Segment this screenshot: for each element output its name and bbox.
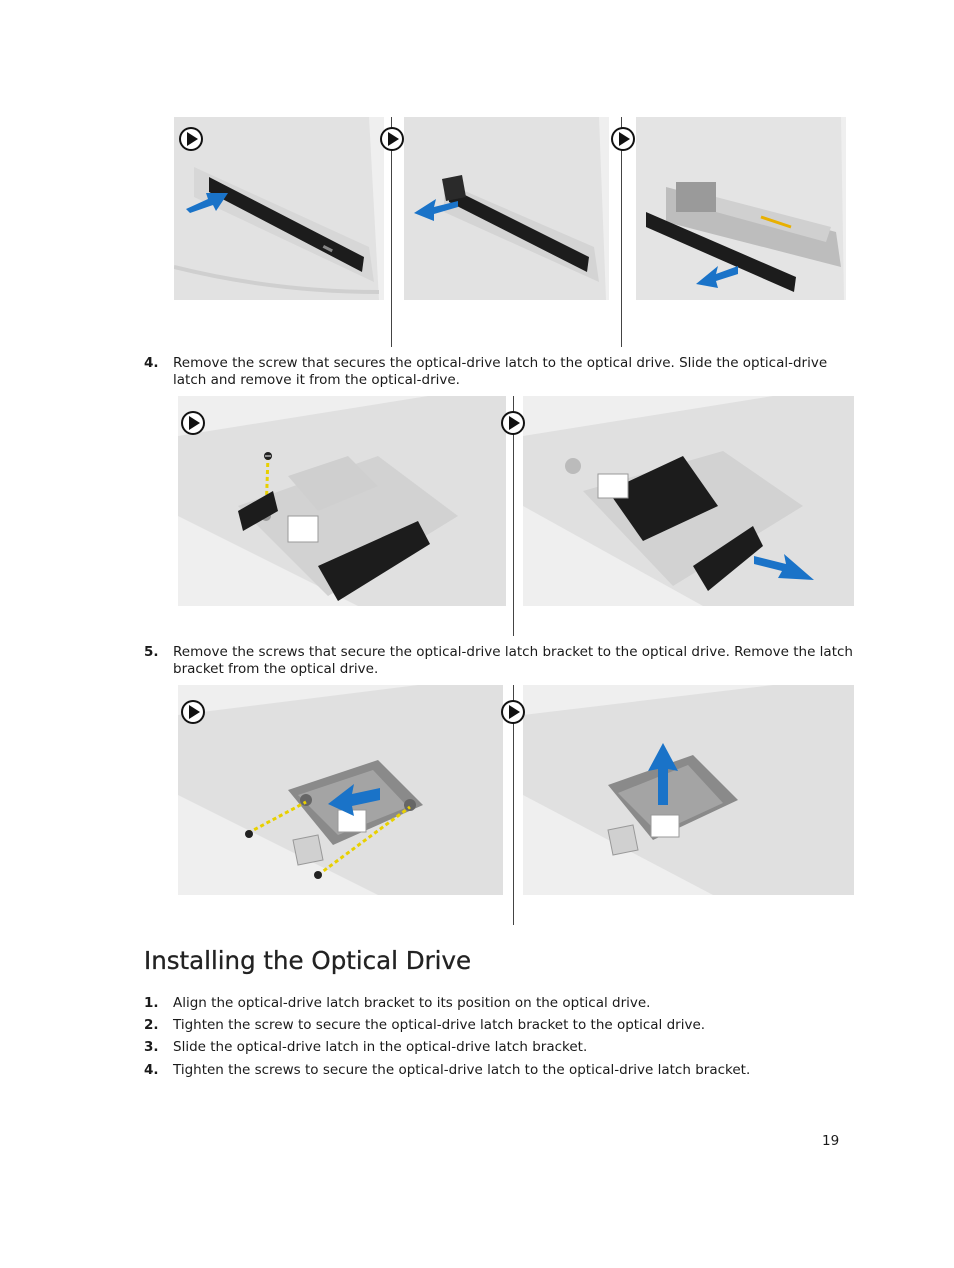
step-text-line: Remove the screw that secures the optica… [173, 355, 828, 371]
play-circle-icon [181, 700, 205, 724]
panel-divider [621, 117, 622, 347]
figure-latch-removal [178, 396, 854, 636]
step-text: Tighten the screws to secure the optical… [173, 1062, 751, 1078]
screw-icon [264, 452, 272, 460]
arrow-icon [696, 266, 738, 288]
arrow-icon [186, 193, 228, 213]
arrow-icon [414, 199, 458, 221]
play-circle-icon [611, 127, 635, 151]
step-text: Align the optical-drive latch bracket to… [173, 995, 651, 1011]
step-number: 3. [144, 1039, 159, 1055]
panel-divider [513, 396, 514, 636]
step-text-line: Remove the screws that secure the optica… [173, 644, 853, 660]
play-circle-icon [181, 411, 205, 435]
play-circle-icon [380, 127, 404, 151]
figure-panel-1 [178, 685, 503, 895]
figure-drive-removal [174, 117, 846, 347]
panel-divider [513, 685, 514, 925]
figure-panel-1 [178, 396, 506, 606]
step-text: Tighten the screw to secure the optical-… [173, 1017, 706, 1033]
play-circle-icon [179, 127, 203, 151]
step-text-line: latch and remove it from the optical-dri… [173, 372, 460, 388]
screw-icon [314, 871, 322, 879]
step-number: 4. [144, 1062, 159, 1078]
figure-bracket-removal [178, 685, 854, 925]
page-number: 19 [822, 1133, 840, 1149]
play-circle-icon [501, 411, 525, 435]
step-number: 4. [144, 355, 159, 371]
figure-panel-2 [523, 685, 854, 895]
figure-panel-2 [404, 117, 609, 300]
arrow-icon [648, 743, 678, 805]
step-text: Slide the optical-drive latch in the opt… [173, 1039, 588, 1055]
arrow-icon [328, 784, 380, 816]
step-text-line: bracket from the optical drive. [173, 661, 379, 677]
step-number: 2. [144, 1017, 159, 1033]
screw-icon [245, 830, 253, 838]
play-circle-icon [501, 700, 525, 724]
step-number: 1. [144, 995, 159, 1011]
figure-panel-3 [636, 117, 846, 300]
panel-divider [391, 117, 392, 347]
arrow-icon [754, 554, 814, 580]
section-title: Installing the Optical Drive [144, 946, 472, 975]
figure-panel-1 [174, 117, 384, 300]
step-number: 5. [144, 644, 159, 660]
